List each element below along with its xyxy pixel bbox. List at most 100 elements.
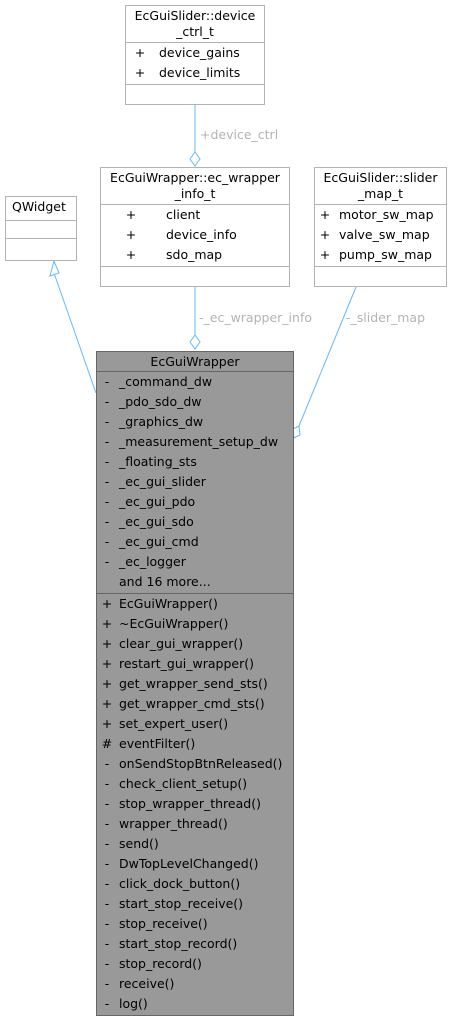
visibility-marker: - <box>104 756 110 771</box>
edge-label-slider-map: -_slider_map <box>346 310 426 325</box>
method-name: restart_gui_wrapper() <box>119 656 254 671</box>
visibility-marker: + <box>101 656 113 671</box>
visibility-marker: + <box>125 227 137 242</box>
method-name: send() <box>119 836 159 851</box>
visibility-marker: - <box>104 936 110 951</box>
title-line: _info_t <box>174 186 216 201</box>
attributes-section <box>6 221 76 239</box>
method-name: start_stop_receive() <box>119 896 244 911</box>
attribute-name: and 16 more... <box>119 574 211 589</box>
attribute-name: motor_sw_map <box>339 207 434 222</box>
visibility-marker: - <box>104 916 110 931</box>
method-name: log() <box>119 996 148 1011</box>
diamond-slider-map <box>292 425 301 439</box>
methods-section <box>6 239 76 259</box>
method-name: start_stop_record() <box>119 936 238 951</box>
title-line: _map_t <box>357 186 404 201</box>
attribute-name: _ec_gui_pdo <box>119 494 196 509</box>
class-title: EcGuiWrapper::ec_wrapper _info_t <box>101 168 289 205</box>
method-name: onSendStopBtnReleased() <box>119 756 283 771</box>
attributes-section: -_command_dw-_pdo_sdo_dw-_graphics_dw-_m… <box>97 372 293 594</box>
attribute-name: _graphics_dw <box>119 414 204 429</box>
visibility-marker: + <box>134 65 146 80</box>
attribute-name: _ec_logger <box>119 554 186 569</box>
title-line: EcGuiSlider::slider <box>323 170 438 185</box>
attribute-name: device_limits <box>159 65 241 80</box>
visibility-marker: - <box>104 836 110 851</box>
attributes-section: + motor_sw_map + valve_sw_map + pump_sw_… <box>315 205 446 267</box>
visibility-marker: - <box>104 856 110 871</box>
visibility-marker: - <box>104 896 110 911</box>
methods-section: +EcGuiWrapper()+~EcGuiWrapper()+clear_gu… <box>97 594 293 1015</box>
visibility-marker: - <box>104 554 110 569</box>
method-name: wrapper_thread() <box>119 816 228 831</box>
visibility-marker: - <box>104 474 110 489</box>
visibility-marker: + <box>101 716 113 731</box>
methods-section <box>101 267 289 286</box>
visibility-marker: + <box>101 676 113 691</box>
class-title: EcGuiWrapper <box>97 352 293 372</box>
class-qwidget[interactable]: QWidget <box>5 196 77 261</box>
attributes-section: + device_gains + device_limits <box>126 43 264 85</box>
edge-label-device-ctrl: +device_ctrl <box>200 127 279 142</box>
visibility-marker: # <box>101 736 113 751</box>
visibility-marker: + <box>125 207 137 222</box>
visibility-marker: - <box>104 876 110 891</box>
attribute-name: client <box>166 207 201 222</box>
visibility-marker: - <box>104 374 110 389</box>
edge-label-wrapper-info: -_ec_wrapper_info <box>199 310 312 325</box>
class-slider-map[interactable]: EcGuiSlider::slider _map_t + motor_sw_ma… <box>314 167 447 287</box>
methods-section <box>315 267 446 286</box>
method-name: stop_wrapper_thread() <box>119 796 261 811</box>
class-title: EcGuiSlider::slider _map_t <box>315 168 446 205</box>
edge-inheritance <box>53 272 97 394</box>
attribute-name: _pdo_sdo_dw <box>119 394 202 409</box>
visibility-marker: + <box>101 696 113 711</box>
visibility-marker: - <box>104 776 110 791</box>
visibility-marker: + <box>319 227 331 242</box>
method-name: eventFilter() <box>119 736 196 751</box>
visibility-marker: - <box>104 996 110 1011</box>
method-name: clear_gui_wrapper() <box>119 636 244 651</box>
visibility-marker: - <box>104 956 110 971</box>
class-wrapper-info[interactable]: EcGuiWrapper::ec_wrapper _info_t + clien… <box>100 167 290 287</box>
attribute-name: _ec_gui_slider <box>119 474 206 489</box>
class-device-ctrl[interactable]: EcGuiSlider::device _ctrl_t + device_gai… <box>125 5 265 105</box>
visibility-marker: + <box>101 596 113 611</box>
method-name: get_wrapper_send_sts() <box>119 676 268 691</box>
attribute-name: _measurement_setup_dw <box>119 434 279 449</box>
inheritance-arrow <box>49 259 60 277</box>
visibility-marker: - <box>104 394 110 409</box>
visibility-marker: - <box>104 796 110 811</box>
title-line: EcGuiSlider::device <box>134 8 256 23</box>
visibility-marker: + <box>101 616 113 631</box>
attribute-name: device_info <box>166 227 237 242</box>
class-ec-gui-wrapper[interactable]: EcGuiWrapper -_command_dw-_pdo_sdo_dw-_g… <box>96 351 294 1016</box>
class-title: EcGuiSlider::device _ctrl_t <box>126 6 264 43</box>
methods-section <box>126 85 264 104</box>
visibility-marker: - <box>104 494 110 509</box>
method-name: ~EcGuiWrapper() <box>119 616 229 631</box>
visibility-marker: + <box>101 636 113 651</box>
attribute-name: _ec_gui_sdo <box>119 514 194 529</box>
attribute-name: _floating_sts <box>119 454 197 469</box>
visibility-marker: - <box>104 414 110 429</box>
method-name: check_client_setup() <box>119 776 248 791</box>
method-name: stop_receive() <box>119 916 208 931</box>
class-title: QWidget <box>6 197 76 221</box>
visibility-marker: - <box>104 454 110 469</box>
attribute-name: sdo_map <box>166 247 223 262</box>
visibility-marker: - <box>104 434 110 449</box>
visibility-marker: - <box>104 816 110 831</box>
attribute-name: _command_dw <box>119 374 213 389</box>
method-name: DwTopLevelChanged() <box>119 856 259 871</box>
method-name: stop_record() <box>119 956 202 971</box>
method-name: get_wrapper_cmd_sts() <box>119 696 265 711</box>
attribute-name: device_gains <box>159 45 240 60</box>
edge-slider-map <box>298 286 357 427</box>
visibility-marker: + <box>319 207 331 222</box>
method-name: click_dock_button() <box>119 876 241 891</box>
diamond-wrapper-info <box>189 334 201 350</box>
attribute-name: _ec_gui_cmd <box>119 534 199 549</box>
visibility-marker: - <box>104 534 110 549</box>
